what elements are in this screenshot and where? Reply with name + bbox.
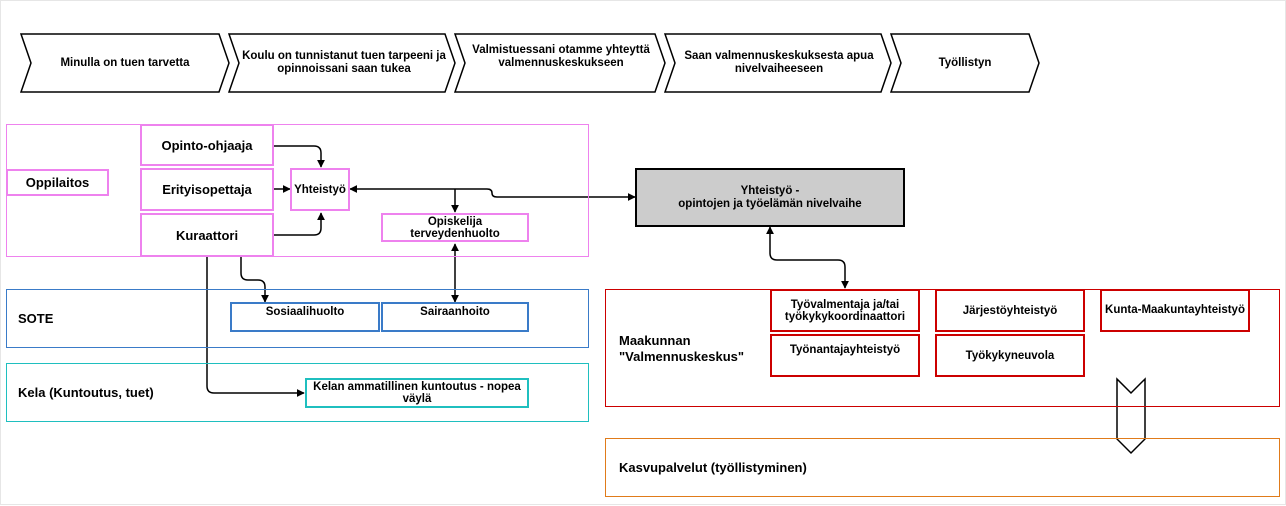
node-opiskelija-terveydenhuolto: Opiskelija terveydenhuolto: [381, 213, 529, 242]
node-sairaanhoito: Sairaanhoito: [381, 302, 529, 332]
process-step-4: Saan valmennuskeskuksesta apua nivelvaih…: [684, 50, 874, 75]
edge-opinto-yhteistyo: [274, 145, 325, 168]
down-arrow-shape: [1116, 377, 1146, 455]
node-jarjestoyhteistyo: Järjestöyhteistyö: [935, 289, 1085, 332]
edge-nivelvaihe-tyovalmentaja: [766, 226, 849, 289]
node-yhteistyo-nivelvaihe-subtitle: opintojen ja työelämän nivelvaihe: [678, 197, 862, 210]
lane-label-kela: Kela (Kuntoutus, tuet): [18, 385, 154, 400]
lane-label-oppilaitos: Oppilaitos: [6, 169, 109, 196]
node-tyokykyneuvola: Työkykyneuvola: [935, 334, 1085, 377]
lane-sote: [6, 289, 589, 348]
node-yhteistyo: Yhteistyö: [290, 168, 350, 211]
process-step-1: Minulla on tuen tarvetta: [60, 56, 190, 69]
node-kuraattori: Kuraattori: [140, 213, 274, 257]
lane-kasvupalvelut: [605, 438, 1280, 497]
process-step-5: Työllistyn: [938, 56, 992, 69]
lane-label-kasvupalvelut: Kasvupalvelut (työllistyminen): [619, 460, 807, 475]
process-step-chevron-1: [19, 33, 230, 93]
node-tyovalmentaja: Työvalmentaja ja/tai työkykykoordinaatto…: [770, 289, 920, 332]
process-step-chevron-3: [453, 33, 666, 93]
edge-kuraattori-sosiaalihuolto: [240, 257, 269, 303]
process-step-chevron-2: [227, 33, 456, 93]
node-opinto-ohjaaja: Opinto-ohjaaja: [140, 124, 274, 166]
edge-yhteistyo-nivelvaihe: [349, 185, 636, 201]
lane-label-maakunta: Maakunnan "Valmennuskeskus": [619, 333, 745, 364]
process-step-chevron-5: [889, 33, 1040, 93]
edge-kuraattori-yhteistyo: [274, 212, 325, 236]
lane-label-sote: SOTE: [18, 311, 54, 326]
node-kelan-kuntoutus: Kelan ammatillinen kuntoutus - nopea väy…: [305, 378, 529, 408]
node-yhteistyo-nivelvaihe: Yhteistyö - opintojen ja työelämän nivel…: [635, 168, 905, 227]
node-kunta-maakunta: Kunta-Maakuntayhteistyö: [1100, 289, 1250, 332]
node-tyonantajayhteistyo: Työnantajayhteistyö: [770, 334, 920, 377]
node-yhteistyo-nivelvaihe-title: Yhteistyö -: [740, 184, 800, 197]
lane-kela: [6, 363, 589, 422]
edge-kuraattori-kela: [206, 257, 305, 397]
node-erityisopettaja: Erityisopettaja: [140, 168, 274, 211]
process-step-3: Valmistuessani otamme yhteyttä valmennus…: [472, 44, 650, 69]
process-step-2: Koulu on tunnistanut tuen tarpeeni ja op…: [242, 50, 446, 75]
process-step-chevron-4: [663, 33, 892, 93]
node-sosiaalihuolto: Sosiaalihuolto: [230, 302, 380, 332]
